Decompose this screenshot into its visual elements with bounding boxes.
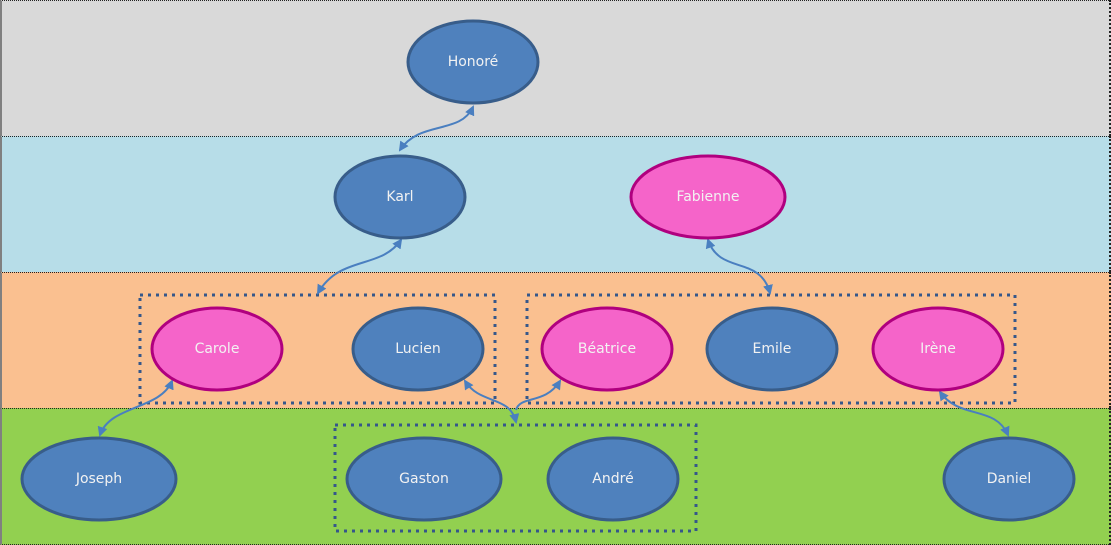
person-ellipse[interactable] — [942, 436, 1076, 522]
person-label: Carole — [195, 341, 240, 357]
connector-irene-daniel[interactable] — [938, 390, 1010, 437]
person-label: Emile — [753, 341, 792, 357]
person-label: Fabienne — [676, 189, 739, 205]
connector-carole-joseph[interactable] — [97, 379, 174, 437]
person-ellipse[interactable] — [871, 306, 1005, 392]
connector-karl-group1[interactable] — [316, 238, 403, 295]
person-ellipse[interactable] — [345, 436, 503, 522]
person-ellipse[interactable] — [629, 154, 787, 240]
person-node-andre[interactable]: André — [546, 436, 680, 522]
person-node-karl[interactable]: Karl — [333, 154, 467, 240]
person-label: Irène — [920, 341, 956, 357]
person-label: Daniel — [987, 471, 1032, 487]
person-node-lucien[interactable]: Lucien — [351, 306, 485, 392]
person-label: Gaston — [399, 471, 449, 487]
person-label: André — [592, 471, 633, 487]
person-label: Honoré — [448, 54, 499, 70]
person-label: Joseph — [75, 471, 122, 487]
connector-honore-karl[interactable] — [398, 105, 475, 152]
generation-band-2 — [0, 136, 1111, 272]
connector-lucien-group3[interactable] — [463, 379, 520, 424]
person-node-daniel[interactable]: Daniel — [942, 436, 1076, 522]
person-ellipse[interactable] — [540, 306, 674, 392]
person-node-gaston[interactable]: Gaston — [345, 436, 503, 522]
person-ellipse[interactable] — [20, 436, 178, 522]
person-label: Béatrice — [578, 341, 636, 357]
person-ellipse[interactable] — [406, 19, 540, 105]
connector-beatrice-group3[interactable] — [515, 379, 562, 411]
person-node-honore[interactable]: Honoré — [406, 19, 540, 105]
person-node-joseph[interactable]: Joseph — [20, 436, 178, 522]
person-ellipse[interactable] — [150, 306, 284, 392]
generation-band-1 — [0, 0, 1111, 136]
person-node-fabienne[interactable]: Fabienne — [629, 154, 787, 240]
person-ellipse[interactable] — [546, 436, 680, 522]
person-ellipse[interactable] — [333, 154, 467, 240]
group-box[interactable] — [333, 423, 698, 533]
person-ellipse[interactable] — [351, 306, 485, 392]
person-node-irene[interactable]: Irène — [871, 306, 1005, 392]
person-node-carole[interactable]: Carole — [150, 306, 284, 392]
person-node-emile[interactable]: Emile — [705, 306, 839, 392]
person-ellipse[interactable] — [705, 306, 839, 392]
person-node-beatrice[interactable]: Béatrice — [540, 306, 674, 392]
connector-fabienne-group2[interactable] — [705, 238, 773, 295]
group-box[interactable] — [525, 293, 1017, 405]
person-label: Karl — [386, 189, 413, 205]
person-label: Lucien — [395, 341, 441, 357]
group-box[interactable] — [138, 293, 497, 405]
